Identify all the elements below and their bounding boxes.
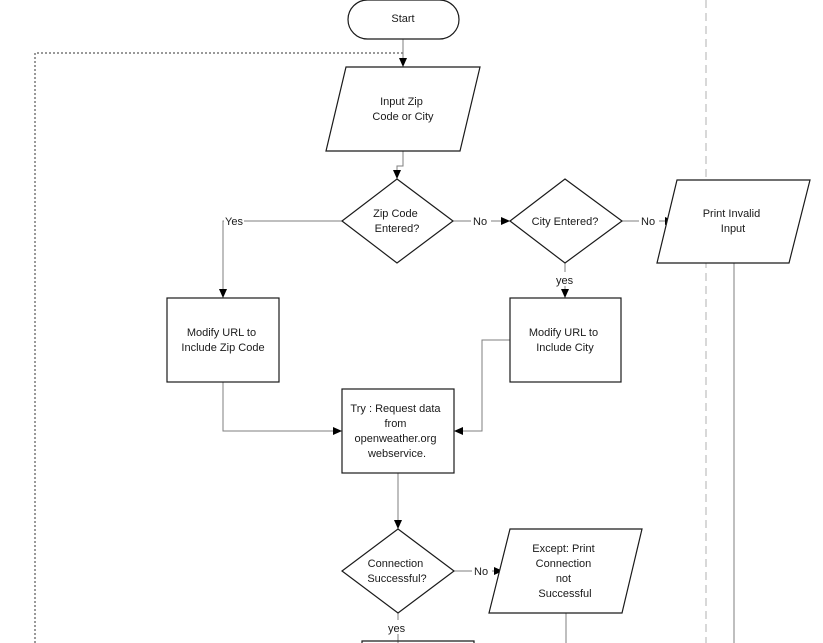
print-invalid-parallelogram [656,179,811,264]
zip-decision-diamond [341,178,454,264]
modify-city-process [509,297,622,383]
edge-label-zip-no: No [473,216,487,228]
connection-decision-diamond [341,528,455,614]
connector-zip-yes [219,220,342,298]
input-label: Input Zip Code or City [372,96,434,123]
next-process-partial [361,640,475,643]
edge-label-city-yes: yes [556,275,574,287]
connection-decision-label: Connection Successful? [367,558,426,585]
loop-back-connector [34,52,403,643]
city-decision-diamond [509,178,624,264]
start-terminator [347,0,460,40]
edge-label-zip-yes: Yes [225,216,243,228]
city-decision-label: City Entered? [532,216,599,228]
modify-zip-process [166,297,280,383]
request-process [341,388,455,474]
start-label: Start [391,13,414,25]
print-invalid-label: Print Invalid Input [703,208,764,235]
connector-modcity-request [454,339,510,435]
edge-label-conn-no: No [474,566,488,578]
except-print-label: Except: Print Connection not Successful [532,543,597,600]
connector-input-zip [393,151,404,179]
modify-zip-label: Modify URL to Include Zip Code [181,327,264,354]
connector-modzip-request [222,382,342,435]
edge-label-conn-yes: yes [388,623,406,635]
request-label: Try : Request data from openweather.org … [350,403,443,460]
modify-city-label: Modify URL to Include City [529,327,601,354]
except-print-parallelogram [488,528,643,614]
edge-label-city-no: No [641,216,655,228]
zip-decision-label: Zip Code Entered? [373,208,421,235]
input-parallelogram [325,66,481,152]
